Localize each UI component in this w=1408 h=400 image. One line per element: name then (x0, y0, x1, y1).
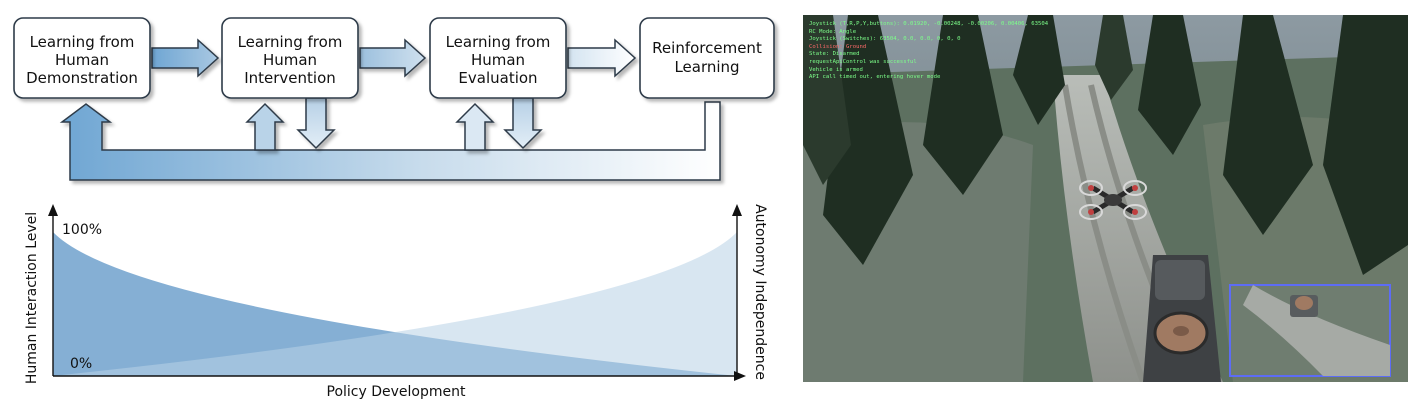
stage-label-line: Evaluation (458, 69, 537, 87)
stage-label-line: Demonstration (26, 69, 138, 87)
tick-label-0: 0% (70, 356, 92, 372)
feedback-up-arrow (455, 102, 495, 151)
flow-arrows (151, 38, 637, 78)
evaluation-down-arrow (503, 97, 543, 150)
inset-camera-view (1229, 284, 1391, 377)
hud-line: Collision: Ground (809, 43, 867, 50)
hud-line: State: Disarmed (809, 51, 860, 58)
flow-arrow (151, 38, 220, 78)
autonomy-area (53, 232, 737, 376)
stage-box-reinforcement: Reinforcement Learning (639, 17, 775, 99)
stage-label-line: Learning from (238, 33, 343, 51)
y-axis-left-arrowhead (48, 204, 58, 216)
stage-box-evaluation: Learning from Human Evaluation (429, 17, 567, 99)
stage-label-line: Human (471, 51, 525, 69)
x-axis-label: Policy Development (327, 384, 466, 400)
stage-label-line: Human (263, 51, 317, 69)
hud-line: Joystick (Switches): 63504, 0.0, 0.0, 0,… (809, 36, 961, 43)
flow-arrow (359, 38, 427, 78)
hud-line: Vehicle is armed (809, 66, 863, 73)
stage-box-demonstration: Learning from Human Demonstration (13, 17, 151, 99)
flow-arrow (567, 38, 637, 78)
stage-label-line: Intervention (244, 69, 336, 87)
stage-label-line: Learning from (446, 33, 551, 51)
simulation-view: Joystick (T,R,P,Y,buttons): 0.01920, -0.… (803, 15, 1408, 382)
tick-label-100: 100% (62, 222, 102, 238)
learning-diagram: Learning from Human Demonstration Learni… (13, 17, 775, 400)
feedback-up-arrow (245, 102, 285, 151)
hud-line: API call timed out, entering hover mode (809, 74, 941, 81)
stage-box-intervention: Learning from Human Intervention (221, 17, 359, 99)
hud-line: RC Mode: Angle (809, 28, 857, 35)
y-axis-right-label: Autonomy Independence (752, 204, 768, 380)
hud-line: requestApiControl was successful (809, 58, 917, 65)
x-axis-arrowhead (734, 371, 746, 381)
feedback-arrow (59, 101, 721, 181)
feedback-loop (59, 101, 721, 181)
hud-overlay: Joystick (T,R,P,Y,buttons): 0.01920, -0.… (809, 21, 1048, 82)
stage-label-line: Human (55, 51, 109, 69)
ground-vehicle (1143, 255, 1221, 382)
stage-label-line: Learning from (30, 33, 135, 51)
y-axis-left-label: Human Interaction Level (24, 212, 40, 384)
stage-label-line: Learning (674, 58, 739, 76)
feedback-branches (245, 97, 543, 151)
y-axis-right-arrowhead (732, 204, 742, 216)
pine-trees (823, 15, 1408, 275)
drone (1079, 180, 1147, 220)
interaction-autonomy-plot: 100% 0% Human Interaction Level Autonomy… (24, 204, 768, 400)
hud-line: Joystick (T,R,P,Y,buttons): 0.01920, -0.… (809, 21, 1049, 27)
forest-scene (803, 15, 1408, 382)
human-interaction-area (53, 232, 737, 376)
stage-label-line: Reinforcement (652, 39, 762, 57)
evaluation-down-arrow (296, 97, 336, 150)
